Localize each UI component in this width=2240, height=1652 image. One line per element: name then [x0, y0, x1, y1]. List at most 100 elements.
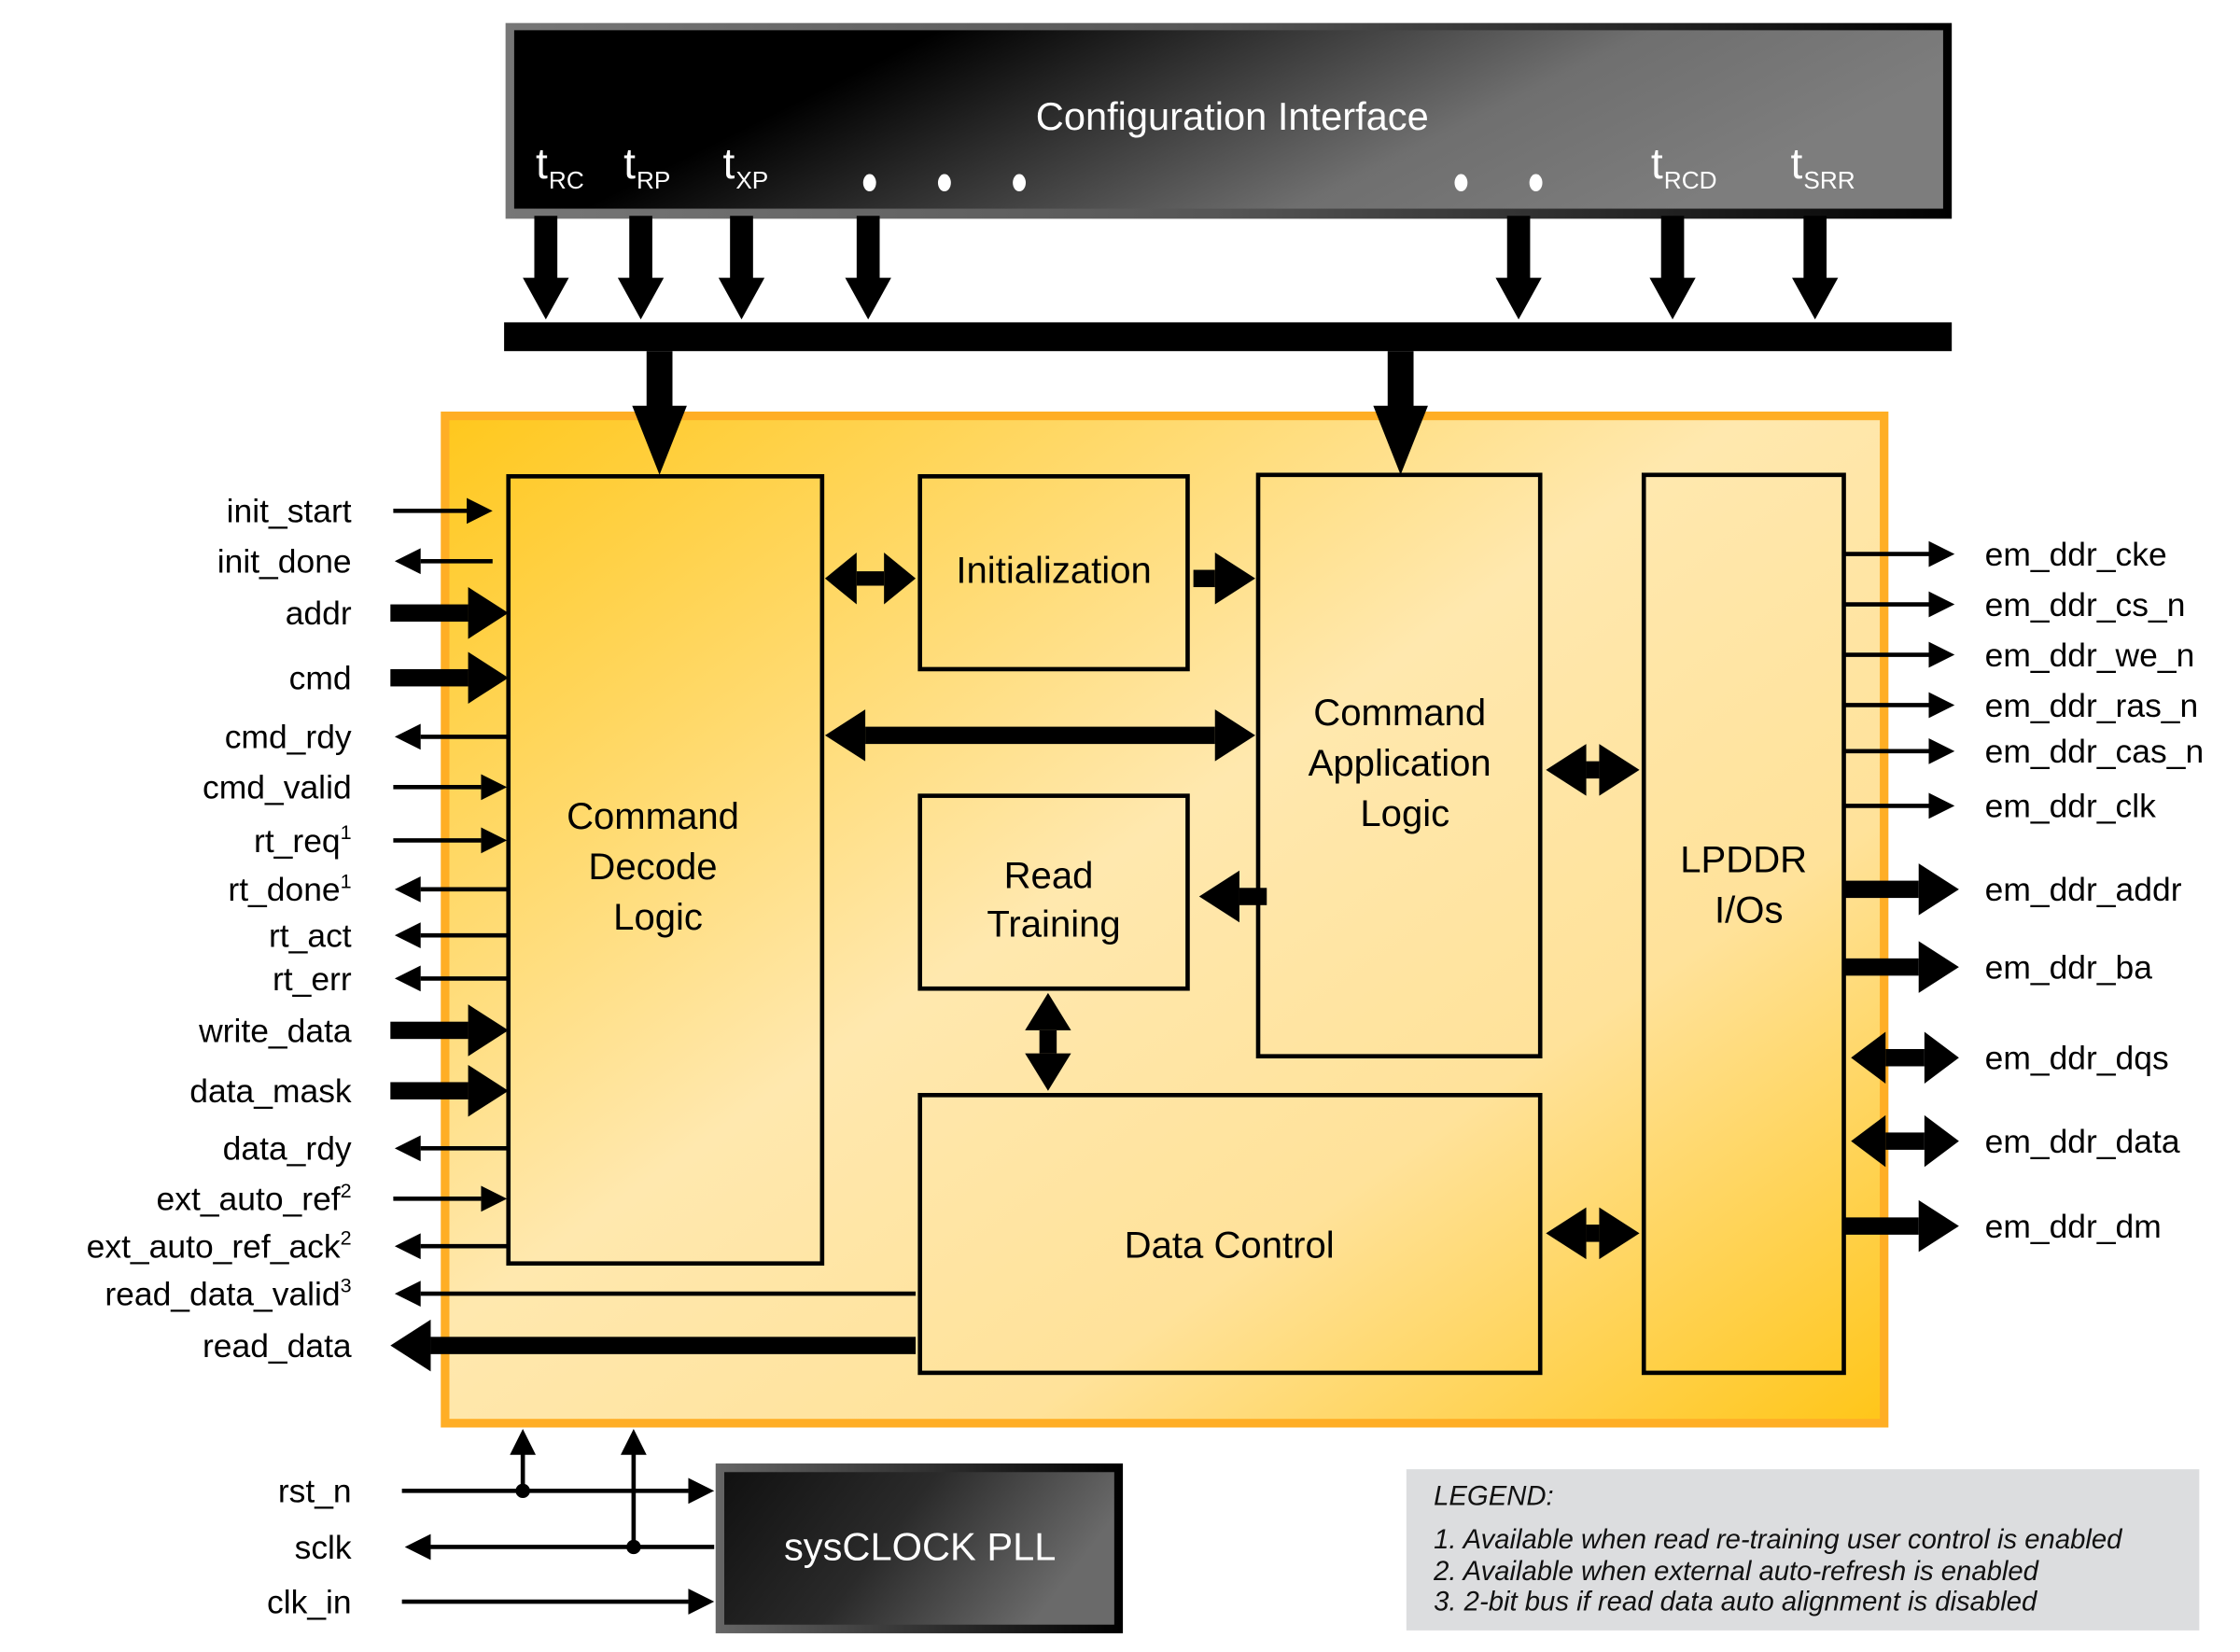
input-arrow	[390, 651, 509, 704]
signal-rt-done: rt_done1	[228, 869, 509, 908]
legend: LEGEND: 1. Available when read re-traini…	[1406, 1469, 2200, 1631]
signal-cmd: cmd	[289, 651, 509, 704]
svg-text:LPDDR I/Os: LPDDR I/Os	[1680, 839, 1817, 931]
signal-write-data: write_data	[198, 1004, 509, 1057]
signal-label: rst_n	[278, 1473, 352, 1510]
legend-item: 2. Available when external auto-refresh …	[1433, 1556, 2040, 1587]
config-param-arrows	[523, 216, 1839, 320]
output-arrow	[1845, 641, 1955, 668]
signal-label: ext_auto_ref_ack2	[87, 1226, 352, 1266]
block-label: Initialization	[956, 550, 1151, 591]
signal-label: init_start	[227, 493, 352, 530]
config-bus	[504, 322, 1953, 352]
output-arrow	[394, 1281, 917, 1307]
param-arrow	[523, 216, 569, 320]
param-symbol: t	[623, 139, 636, 188]
junction-dot	[626, 1539, 641, 1555]
legend-box	[1406, 1469, 2200, 1631]
output-arrow	[1845, 591, 1955, 618]
signal-label: em_ddr_cs_n	[1985, 586, 2186, 623]
signal-read-data-valid: read_data_valid3	[105, 1274, 917, 1312]
output-arrow	[390, 1319, 917, 1372]
output-arrow	[1845, 863, 1959, 916]
initialization-block[interactable]: Initialization	[917, 474, 1190, 672]
controller-core	[441, 411, 1889, 1428]
svg-text:Command Decode Log: Command Decode Logic	[567, 796, 749, 938]
signal-rt-err: rt_err	[273, 960, 509, 998]
signal-em-ddr-dqs: em_ddr_dqs	[1851, 1031, 2169, 1084]
block-label: Logic	[613, 897, 703, 938]
block-label: Command	[1313, 693, 1486, 734]
signal-label: rt_act	[269, 917, 352, 955]
bidir-arrow	[1851, 1114, 1959, 1168]
output-arrow	[394, 548, 493, 575]
signal-read-data: read_data	[203, 1319, 917, 1372]
signal-label: em_ddr_dm	[1985, 1208, 2162, 1245]
param-subscript: RCD	[1664, 166, 1717, 194]
signal-label: cmd_valid	[203, 769, 352, 806]
signal-label: clk_in	[267, 1583, 352, 1620]
output-arrow	[1845, 540, 1955, 567]
signal-label: addr	[286, 595, 352, 632]
read-training-block[interactable]: Read Training	[917, 793, 1190, 991]
config-title: Configuration Interface	[1036, 94, 1429, 138]
svg-text:Command Application: Command Application Logic	[1309, 693, 1502, 834]
signal-ext-auto-ref-ack: ext_auto_ref_ack2	[87, 1226, 509, 1266]
legend-item: 3. 2-bit bus if read data auto alignment…	[1434, 1586, 2038, 1617]
signal-em-ddr-addr: em_ddr_addr	[1845, 863, 2182, 916]
param-arrow	[1649, 216, 1696, 320]
command-application-logic-block[interactable]: Command Application Logic	[1255, 472, 1543, 1059]
data-control-block[interactable]: Data Control	[917, 1093, 1543, 1376]
signal-em-ddr-we-n: em_ddr_we_n	[1845, 637, 2194, 674]
input-arrow	[401, 1477, 715, 1505]
input-arrow	[393, 774, 508, 801]
param-arrow	[1792, 216, 1839, 320]
signal-init-start: init_start	[227, 493, 493, 530]
ellipsis-dot	[1013, 174, 1027, 192]
output-arrow	[1845, 737, 1955, 764]
signal-em-ddr-cke: em_ddr_cke	[1845, 536, 2167, 573]
signal-rt-req: rt_req1	[254, 820, 508, 860]
output-arrow	[1845, 792, 1955, 819]
junction-dot	[515, 1483, 530, 1499]
param-arrow	[617, 216, 665, 320]
block-label: Application	[1309, 743, 1491, 784]
output-arrow	[394, 875, 509, 903]
signal-label: em_ddr_data	[1985, 1123, 2180, 1160]
block-label: Training	[987, 904, 1120, 945]
pll-block[interactable]: sysCLOCK PLL	[715, 1463, 1124, 1633]
block-label: Command	[567, 796, 739, 837]
signal-rst-n: rst_n	[278, 1473, 715, 1510]
param-subscript: XP	[735, 166, 768, 194]
block-label: I/Os	[1715, 889, 1783, 931]
ellipsis-dots	[862, 174, 1543, 192]
param-subscript: SRR	[1803, 166, 1855, 194]
signal-label: em_ddr_addr	[1985, 871, 2182, 908]
output-arrow	[1845, 1199, 1959, 1253]
datacontrol-lpddr-bidir-arrow	[1546, 1207, 1640, 1260]
signal-label: write_data	[198, 1012, 352, 1049]
command-decode-logic-block[interactable]: Command Decode Logic	[506, 474, 825, 1267]
block-label: Read	[1004, 855, 1094, 896]
signal-data-rdy: data_rdy	[223, 1130, 509, 1168]
param-subscript: RP	[637, 166, 670, 194]
signal-em-ddr-ras-n: em_ddr_ras_n	[1845, 687, 2198, 724]
signal-addr: addr	[286, 587, 509, 639]
signal-clk-in: clk_in	[267, 1583, 715, 1620]
signal-rt-act: rt_act	[269, 917, 509, 955]
bidir-arrow	[1851, 1031, 1959, 1084]
signal-cmd-valid: cmd_valid	[203, 769, 508, 806]
lpddr-ios-block[interactable]: LPDDR I/Os	[1641, 472, 1846, 1376]
signal-label: em_ddr_we_n	[1985, 637, 2195, 674]
signal-label: rt_done1	[228, 869, 351, 908]
block-label: Data Control	[1125, 1225, 1335, 1267]
svg-text:Read Training: Read Training	[987, 855, 1120, 945]
clock-reset-taps	[510, 1429, 647, 1555]
bus-to-application-arrow	[1373, 351, 1428, 475]
block-label: Decode	[588, 847, 717, 888]
signal-sclk: sclk	[295, 1529, 715, 1566]
